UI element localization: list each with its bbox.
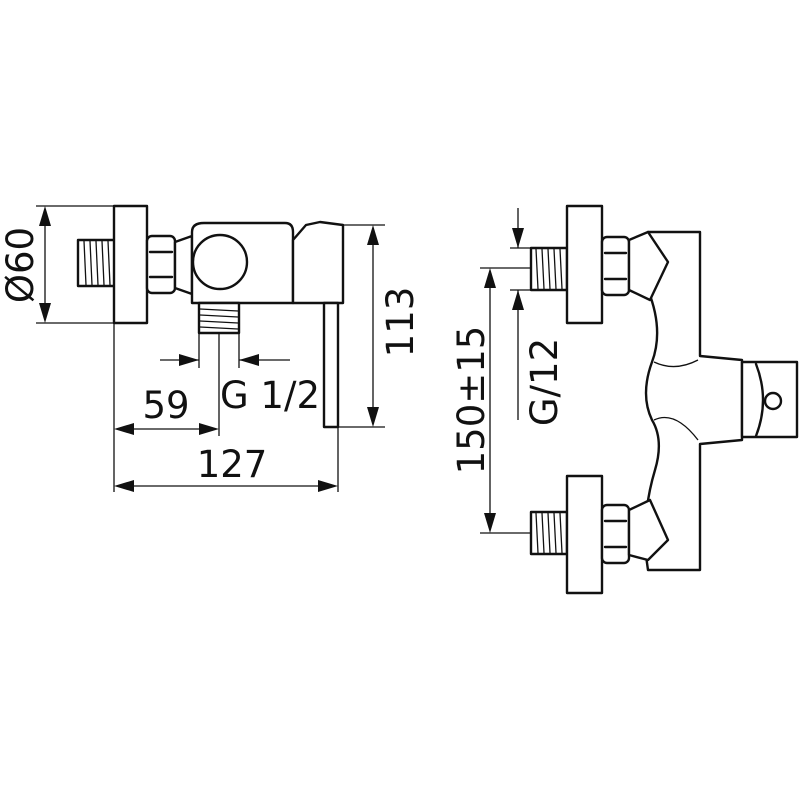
side-inlet-thread: [76, 238, 117, 288]
side-hex-nut: [145, 234, 177, 295]
front-upper-connector: [627, 230, 670, 302]
front-upper-rosette: [565, 204, 604, 325]
dim-diameter-label: Ø60: [0, 227, 42, 303]
front-body: [644, 230, 744, 572]
dim-inlet-thread: G/12: [510, 208, 566, 426]
dim-offset-59-label: 59: [142, 384, 189, 427]
side-lever-handle: [291, 220, 345, 429]
side-connector: [173, 234, 194, 296]
dim-diameter: Ø60: [0, 205, 114, 324]
dim-height-113-label: 113: [379, 287, 422, 358]
side-body: [190, 221, 295, 305]
front-temperature-knob: [740, 360, 799, 439]
front-lower-rosette: [565, 474, 604, 595]
dim-depth-127-label: 127: [197, 443, 268, 486]
dim-inlet-thread-label: G/12: [523, 338, 566, 426]
dim-outlet-thread: G 1/2: [160, 333, 320, 417]
side-outlet-thread: [197, 301, 241, 335]
dim-outlet-thread-label: G 1/2: [220, 374, 320, 417]
front-body-curve-top: [653, 359, 699, 368]
dim-offset-59: 59: [113, 323, 220, 492]
side-outlet-circle: [191, 233, 249, 291]
side-view: Ø60 113 G 1/2 59: [0, 204, 422, 492]
front-body-curve-bottom: [653, 416, 699, 441]
front-view: 150±15 G/12: [450, 204, 799, 595]
knob-indicator-icon: [763, 391, 783, 411]
front-lower-connector: [627, 498, 670, 562]
side-wall-rosette: [112, 204, 149, 325]
front-upper-hex-nut: [600, 235, 631, 297]
dim-spacing: 150±15: [450, 267, 531, 534]
front-lower-inlet: [529, 474, 670, 595]
front-lower-hex-nut: [600, 503, 631, 565]
front-upper-inlet: [529, 204, 670, 325]
dim-spacing-label: 150±15: [450, 326, 493, 475]
dim-depth-127: 127: [114, 427, 339, 492]
dim-height-113: 113: [338, 224, 422, 428]
